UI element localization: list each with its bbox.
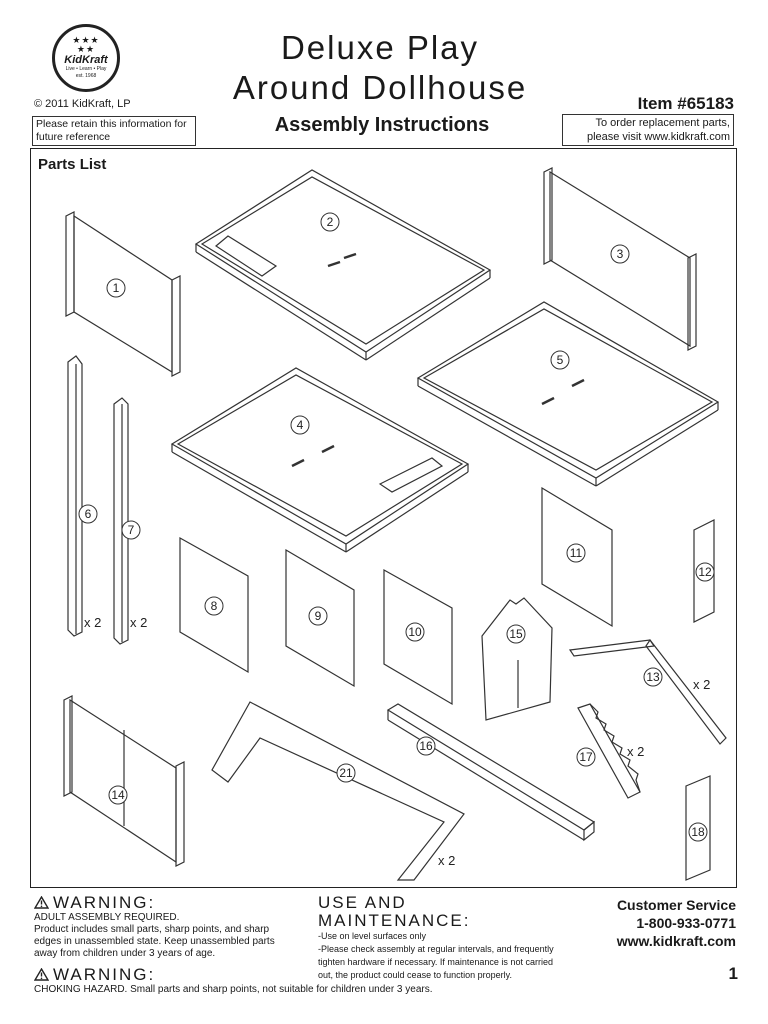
use-line-1: -Use on level surfaces only (318, 931, 427, 941)
label-part-4: 4 (297, 418, 304, 432)
part-8-drawing (179, 536, 249, 674)
part-3-drawing (543, 167, 697, 351)
parts-frame (30, 148, 737, 888)
part-14-drawing (63, 695, 185, 867)
qty-part-17: x 2 (627, 744, 644, 759)
label-part-3: 3 (617, 247, 624, 261)
choking-text: CHOKING HAZARD. Small parts and sharp po… (34, 984, 433, 995)
label-part-21: 21 (339, 766, 353, 780)
warning2-heading: WARNING: (53, 965, 156, 984)
label-part-5: 5 (557, 353, 564, 367)
label-part-1: 1 (113, 281, 120, 295)
label-part-15: 15 (509, 627, 523, 641)
warning-text: Product includes small parts, sharp poin… (34, 924, 275, 959)
order-note: To order replacement parts, please visit… (562, 114, 734, 146)
label-part-12: 12 (698, 565, 712, 579)
part-10-drawing (383, 568, 453, 706)
qty-part-7: x 2 (130, 615, 147, 630)
kidkraft-logo: ★★★★★ KidKraft Live • Learn • Play est. … (52, 24, 120, 92)
copyright: © 2011 KidKraft, LP (34, 98, 131, 110)
customer-service: Customer Service 1-800-933-0771 www.kidk… (617, 896, 736, 950)
part-7-drawing (113, 397, 129, 645)
warning-block: WARNING: ADULT ASSEMBLY REQUIRED. Produc… (33, 893, 299, 960)
part-9-drawing (285, 548, 355, 688)
use-maintenance-block: USE AND MAINTENANCE: -Use on level surfa… (318, 894, 563, 982)
service-title: Customer Service (616, 897, 736, 913)
label-part-14: 14 (111, 788, 125, 802)
part-6-drawing (67, 355, 83, 637)
page-title: Deluxe Play Around Dollhouse (200, 28, 560, 108)
logo-est: est. 1968 (75, 73, 97, 79)
label-part-17: 17 (579, 750, 593, 764)
warning-triangle-icon (33, 967, 50, 981)
part-2-drawing (194, 169, 492, 361)
item-number: Item #65183 (637, 94, 734, 113)
retain-note: Please retain this information for futur… (32, 116, 196, 146)
service-phone: 1-800-933-0771 (636, 915, 736, 931)
use-line-2: -Please check assembly at regular interv… (318, 944, 554, 980)
warning-triangle-icon (33, 895, 50, 909)
label-part-13: 13 (646, 670, 660, 684)
qty-part-13: x 2 (693, 677, 710, 692)
label-part-16: 16 (419, 739, 433, 753)
part-18-drawing (685, 775, 711, 881)
part-5-drawing (416, 301, 720, 487)
service-web: www.kidkraft.com (616, 933, 736, 949)
part-21-drawing (211, 701, 465, 881)
part-1-drawing (65, 211, 181, 377)
label-part-8: 8 (211, 599, 218, 613)
adult-assembly: ADULT ASSEMBLY REQUIRED. (34, 912, 180, 923)
part-13-drawing (568, 638, 727, 745)
parts-list-title: Parts List (38, 156, 107, 173)
label-part-6: 6 (85, 507, 92, 521)
logo-tagline: Live • Learn • Play (65, 66, 107, 72)
label-part-9: 9 (315, 609, 322, 623)
label-part-10: 10 (408, 625, 422, 639)
page-subtitle: Assembly Instructions (274, 114, 490, 136)
title-line-2: Around Dollhouse (232, 69, 528, 106)
warning-heading: WARNING: (53, 893, 156, 912)
choking-warning-block: WARNING: CHOKING HAZARD. Small parts and… (33, 965, 654, 996)
page-number: 1 (728, 964, 738, 983)
label-part-18: 18 (691, 825, 705, 839)
part-17-drawing (577, 703, 641, 799)
part-15-drawing (481, 597, 553, 721)
part-4-drawing (170, 367, 470, 553)
title-line-1: Deluxe Play (280, 29, 480, 66)
label-part-7: 7 (128, 523, 135, 537)
label-part-11: 11 (570, 546, 583, 560)
label-part-2: 2 (327, 215, 334, 229)
logo-brand: KidKraft (64, 54, 108, 66)
stars-icon: ★★★★★ (72, 35, 100, 54)
qty-part-21: x 2 (438, 853, 455, 868)
part-11-drawing (541, 486, 613, 628)
qty-part-6: x 2 (84, 615, 101, 630)
use-heading: USE AND MAINTENANCE: (318, 893, 471, 930)
part-12-drawing (693, 519, 715, 623)
